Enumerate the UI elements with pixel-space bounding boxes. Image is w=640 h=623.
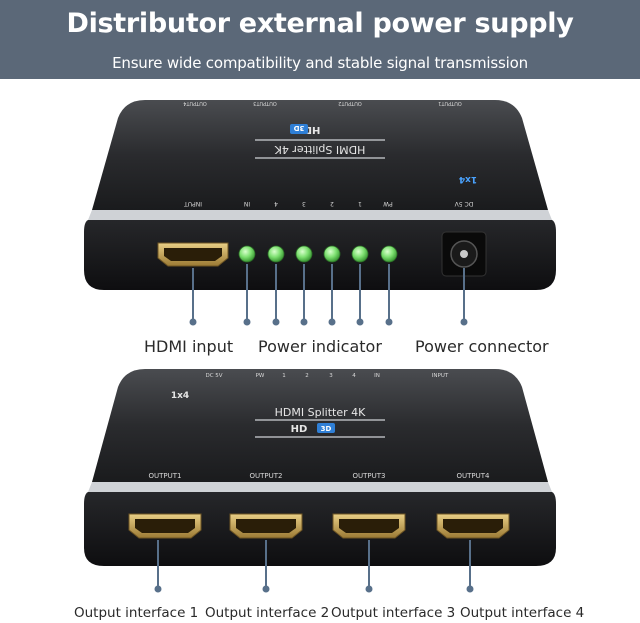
banner-subtitle: Ensure wide compatibility and stable sig…	[112, 54, 528, 72]
top-port-label: INPUT	[184, 200, 202, 207]
bottom-output-label: OUTPUT3	[353, 472, 386, 480]
top-hd-label: HD	[304, 124, 321, 135]
callout-output-4: Output interface 4	[460, 605, 585, 621]
top-output-label: OUTPUT1	[438, 100, 462, 106]
top-port-label: 4	[274, 200, 278, 207]
top-port-labels: INPUT IN 4 3 2 1 PW DC 5V	[184, 200, 474, 207]
callout-power-indicator: Power indicator	[258, 337, 382, 356]
bottom-output-label: OUTPUT1	[149, 472, 182, 480]
bottom-top-labels: DC 5V PW 1 2 3 4 IN INPUT	[205, 373, 448, 379]
header-banner: Distributor external power supply Ensure…	[0, 0, 640, 79]
bottom-model-label: HDMI Splitter 4K	[275, 406, 366, 419]
callout-dot	[365, 585, 373, 593]
callout-dot	[243, 318, 251, 326]
callout-dot	[460, 318, 468, 326]
top-device-edge	[88, 210, 552, 220]
callout-dot	[189, 318, 197, 326]
led-indicator	[238, 245, 256, 263]
top-3d-text: 3D	[293, 124, 304, 132]
bottom-top-label: INPUT	[432, 373, 449, 379]
bottom-output-label: OUTPUT2	[250, 472, 283, 480]
top-output-label: OUTPUT2	[338, 100, 362, 106]
bottom-output-labels: OUTPUT1 OUTPUT2 OUTPUT3 OUTPUT4	[149, 472, 491, 480]
callout-power-connector: Power connector	[415, 337, 549, 356]
bottom-logo: 1x4	[171, 391, 189, 401]
bottom-top-label: 2	[305, 373, 309, 379]
bottom-output-label: OUTPUT4	[457, 472, 491, 480]
hdmi-output-port	[436, 513, 510, 539]
bottom-callout-lines	[154, 540, 474, 593]
top-output-label: OUTPUT3	[253, 100, 277, 106]
top-output-labels: OUTPUT4 OUTPUT3 OUTPUT2 OUTPUT1	[183, 100, 462, 106]
callout-dot	[328, 318, 336, 326]
callout-dot	[154, 585, 162, 593]
led-indicator	[351, 245, 369, 263]
top-port-label: 1	[358, 200, 362, 207]
bottom-output-ports	[128, 513, 510, 539]
top-device-front-panel	[84, 220, 556, 290]
top-port-label: PW	[383, 200, 393, 207]
bottom-top-label: 4	[352, 373, 356, 379]
callout-output-3: Output interface 3	[331, 605, 456, 621]
top-port-label: 2	[330, 200, 334, 207]
top-callout-lines	[189, 264, 468, 326]
led-indicator	[323, 245, 341, 263]
top-port-label: 3	[302, 200, 306, 207]
power-indicator-leds	[238, 245, 398, 263]
power-connector-port	[441, 231, 487, 277]
top-port-label: IN	[244, 200, 250, 207]
top-3d-badge	[290, 124, 308, 134]
hdmi-output-port	[332, 513, 406, 539]
top-port-label: DC 5V	[454, 200, 474, 207]
top-model-label: HDMI Splitter 4K	[274, 143, 365, 156]
hdmi-output-port	[128, 513, 202, 539]
callout-dot	[272, 318, 280, 326]
top-logo: 1x4	[459, 174, 477, 184]
bottom-hd-label: HD	[291, 424, 308, 435]
bottom-top-label: 3	[329, 373, 333, 379]
bottom-top-label: DC 5V	[205, 373, 222, 379]
banner-title: Distributor external power supply	[66, 8, 574, 39]
callout-dot	[385, 318, 393, 326]
callout-output-1: Output interface 1	[74, 605, 199, 621]
callout-hdmi-input: HDMI input	[144, 337, 234, 356]
callout-output-2: Output interface 2	[205, 605, 330, 621]
callout-dot	[356, 318, 364, 326]
bottom-top-label: PW	[256, 373, 265, 379]
bottom-device-front-panel	[84, 492, 556, 566]
bottom-device-edge	[88, 482, 552, 492]
bottom-3d-text: 3D	[321, 425, 332, 433]
hdmi-input-port	[157, 242, 229, 267]
bottom-top-label: 1	[282, 373, 286, 379]
callout-dot	[466, 585, 474, 593]
bottom-3d-badge	[317, 423, 335, 433]
callout-dot	[262, 585, 270, 593]
led-indicator	[267, 245, 285, 263]
bottom-top-label: IN	[374, 373, 380, 379]
led-indicator	[295, 245, 313, 263]
top-output-label: OUTPUT4	[183, 100, 207, 106]
top-device-lid	[92, 100, 548, 210]
led-indicator	[380, 245, 398, 263]
hdmi-output-port	[229, 513, 303, 539]
bottom-device: HDMI Splitter 4K HD 3D 1x4 DC 5V PW 1 2 3 4 IN…	[84, 369, 556, 593]
callout-dot	[300, 318, 308, 326]
